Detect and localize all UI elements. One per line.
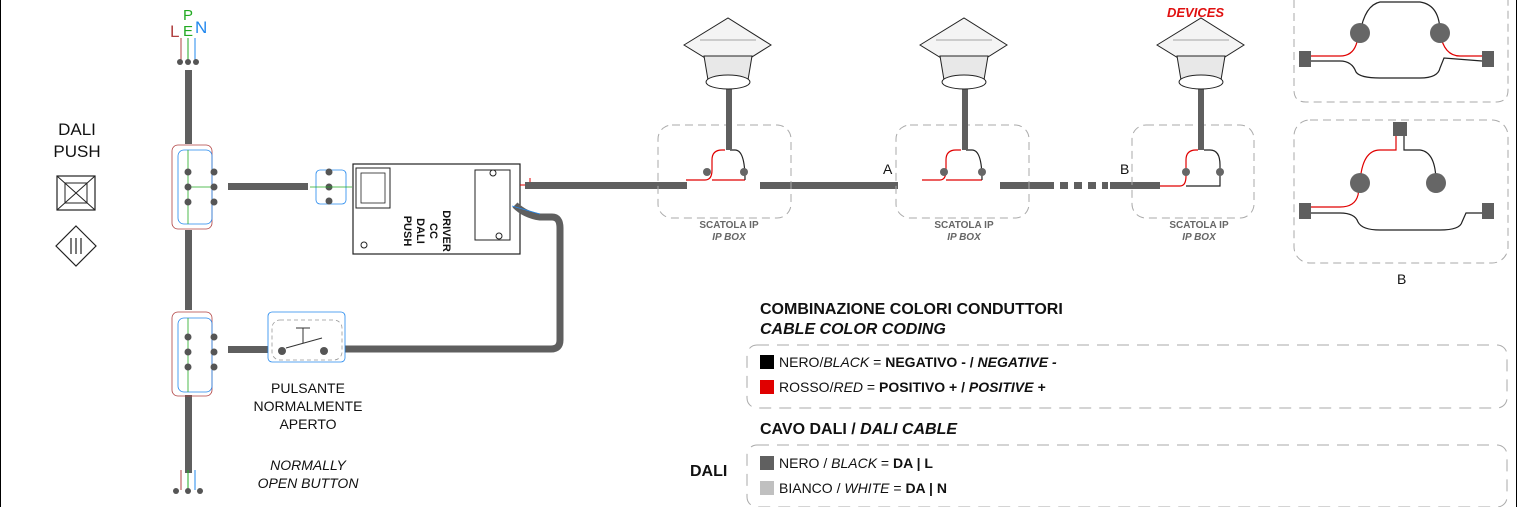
dali-row-black: NERO / BLACK = DA | L (760, 455, 933, 471)
legend-row-red: ROSSO/RED = POSITIVO + / POSITIVE + (760, 379, 1046, 395)
ip-box-2 (895, 88, 1030, 219)
cable-to-connector (228, 183, 308, 190)
mains-bottom-end (173, 470, 203, 494)
dali-push-line-1: DALI (58, 120, 96, 139)
chain-cable-a (760, 182, 898, 189)
device-fixture-3 (1156, 17, 1245, 90)
ip-box-2-label-en: IP BOX (947, 232, 981, 243)
cable-to-button (228, 346, 268, 353)
driver-label-line-4: PUSH (401, 215, 413, 247)
driver-label: DRIVER CC DALI PUSH (400, 171, 452, 291)
driver-label-line-3: DALI (414, 218, 426, 244)
legend-black-eq: = (869, 354, 886, 370)
legend-black-value-en: NEGATIVE - (977, 354, 1057, 370)
dali-cable-title-en: DALI CABLE (860, 421, 958, 438)
button-label-en: NORMALLY OPEN BUTTON (238, 456, 378, 492)
driver-label-line-1: DRIVER (440, 210, 452, 252)
devices-label: DEVICES (1167, 5, 1225, 20)
legend-row-black: NERO/BLACK = NEGATIVO - / NEGATIVE - (760, 354, 1057, 370)
button-label-en-line-1: NORMALLY (270, 457, 346, 473)
swatch-dali-white (760, 481, 774, 495)
ip-box-3-label-it: SCATOLA IP (1169, 220, 1229, 231)
dali-cable-title-it: CAVO DALI / (760, 421, 861, 438)
button-label-it-line-2: NORMALMENTE (253, 398, 363, 414)
dali-push-symbols (55, 175, 97, 267)
mains-protective-label: P (183, 7, 194, 24)
driver-label-line-2: CC (427, 223, 439, 239)
dali-black-en: BLACK (831, 455, 878, 471)
color-legend-frame (746, 344, 1508, 409)
dali-black-it: NERO / (779, 455, 832, 471)
dali-white-value: DA | N (905, 480, 947, 496)
marker-a: A (883, 161, 893, 177)
chain-cable-c (1110, 182, 1160, 189)
inline-connector (310, 168, 352, 205)
legend-black-value-it: NEGATIVO - / (885, 354, 978, 370)
marker-b: B (1120, 161, 1130, 177)
legend-title-it: COMBINAZIONE COLORI CONDUTTORI (760, 301, 1063, 318)
ip-box-3 (1131, 88, 1255, 219)
mains-trunk (185, 70, 192, 473)
legend-red-it: ROSSO/ (779, 379, 834, 395)
detail-b-marker: B (1397, 271, 1407, 287)
ip-box-2-label-it: SCATOLA IP (934, 220, 994, 231)
ip-box-1-label-en: IP BOX (712, 232, 746, 243)
mains-neutral-label: N (195, 18, 208, 37)
swatch-black (760, 355, 774, 369)
mains-live-label: L (170, 22, 180, 41)
dali-push-label: DALI PUSH (40, 119, 114, 163)
legend-black-en: BLACK (823, 354, 870, 370)
legend-red-eq: = (863, 379, 879, 395)
mains-wires-top (177, 38, 199, 65)
driver-output-cable (525, 182, 687, 189)
ip-box-1-label: SCATOLA IP IP BOX (684, 220, 774, 244)
ip-box-2-label: SCATOLA IP IP BOX (919, 220, 1009, 244)
push-button-symbol (267, 311, 346, 363)
dali-white-it: BIANCO / (779, 480, 845, 496)
detail-b-panel (1293, 119, 1509, 264)
driver-device (352, 163, 521, 255)
legend-title: COMBINAZIONE COLORI CONDUTTORI CABLE COL… (760, 300, 1063, 340)
swatch-dali-black (760, 456, 774, 470)
dali-white-en: WHITE (844, 480, 890, 496)
chain-cable-b (1000, 182, 1054, 189)
junction-box-1 (171, 144, 218, 230)
ip-box-1-label-it: SCATOLA IP (699, 220, 759, 231)
button-label-en-line-2: OPEN BUTTON (257, 475, 359, 491)
legend-title-en: CABLE COLOR CODING (760, 321, 946, 338)
swatch-red (760, 380, 774, 394)
ip-box-1 (657, 88, 792, 219)
ip-box-3-label-en: IP BOX (1182, 232, 1216, 243)
button-label-it-line-1: PULSANTE (271, 380, 345, 396)
detail-a-panel (1293, 0, 1509, 103)
dali-loop-cable (345, 202, 564, 353)
chain-dashes (1060, 182, 1108, 189)
dali-side-label: DALI (690, 463, 728, 480)
device-fixture-1 (683, 17, 772, 90)
button-label-it: PULSANTE NORMALMENTE APERTO (238, 379, 378, 433)
dali-cable-title: CAVO DALI / DALI CABLE (760, 421, 957, 439)
legend-black-it: NERO/ (779, 354, 824, 370)
legend-red-value-it: POSITIVO + / (879, 379, 969, 395)
button-label-it-line-3: APERTO (279, 416, 337, 432)
ip-box-3-label: SCATOLA IP IP BOX (1154, 220, 1244, 244)
dali-push-line-2: PUSH (53, 142, 101, 161)
legend-red-value-en: POSITIVE + (968, 379, 1046, 395)
dali-row-white: BIANCO / WHITE = DA | N (760, 480, 947, 496)
dali-black-value: DA | L (893, 455, 933, 471)
legend-red-en: RED (833, 379, 864, 395)
dali-black-eq: = (877, 455, 894, 471)
dali-legend-frame (746, 444, 1508, 507)
junction-box-2 (171, 311, 218, 397)
mains-earth-label: E (183, 23, 194, 40)
device-fixture-2 (919, 17, 1008, 90)
dali-white-eq: = (889, 480, 906, 496)
